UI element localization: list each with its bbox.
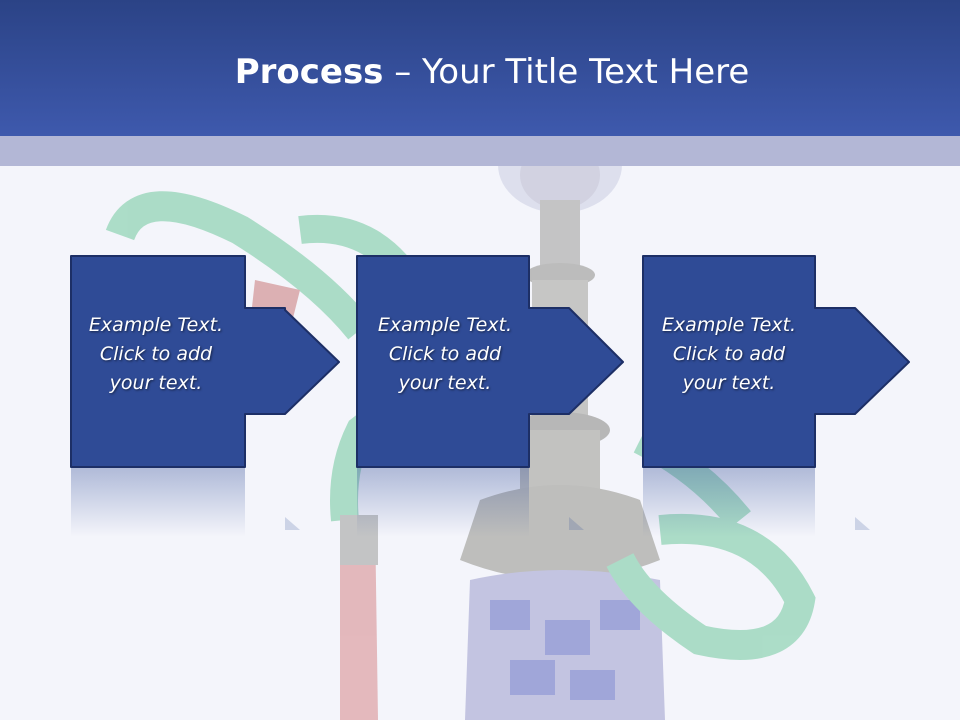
step-3-line-3: your text.: [682, 372, 776, 394]
arrow-2-reflection: [569, 517, 584, 530]
step-2-text[interactable]: Example Text. Click to add your text.: [357, 311, 533, 398]
step-3-line-1: Example Text.: [661, 314, 797, 336]
step-3-text[interactable]: Example Text. Click to add your text.: [641, 311, 817, 398]
step-1-arrow-shape[interactable]: [70, 255, 340, 468]
slide-title[interactable]: Process – Your Title Text Here: [0, 52, 960, 92]
title-bar: [0, 0, 960, 136]
step-2-line-1: Example Text.: [377, 314, 513, 336]
title-bold: Process: [234, 52, 384, 92]
arrow-3-reflection: [855, 517, 870, 530]
step-1-line-1: Example Text.: [88, 314, 224, 336]
step-1-line-2: Click to add: [99, 343, 213, 365]
step-2-reflection: [357, 467, 529, 537]
title-text: – Your Title Text Here: [383, 52, 750, 92]
step-1-reflection: [71, 467, 245, 537]
step-2-line-3: your text.: [398, 372, 492, 394]
header-band: [0, 136, 960, 166]
step-3-line-2: Click to add: [672, 343, 786, 365]
step-1-text[interactable]: Example Text. Click to add your text.: [68, 311, 244, 398]
arrow-1-reflection: [285, 517, 300, 530]
step-2-arrow-shape[interactable]: [356, 255, 624, 468]
step-2-line-2: Click to add: [388, 343, 502, 365]
step-1-line-3: your text.: [109, 372, 203, 394]
step-3-arrow-shape[interactable]: [642, 255, 910, 468]
step-3-reflection: [643, 467, 815, 537]
